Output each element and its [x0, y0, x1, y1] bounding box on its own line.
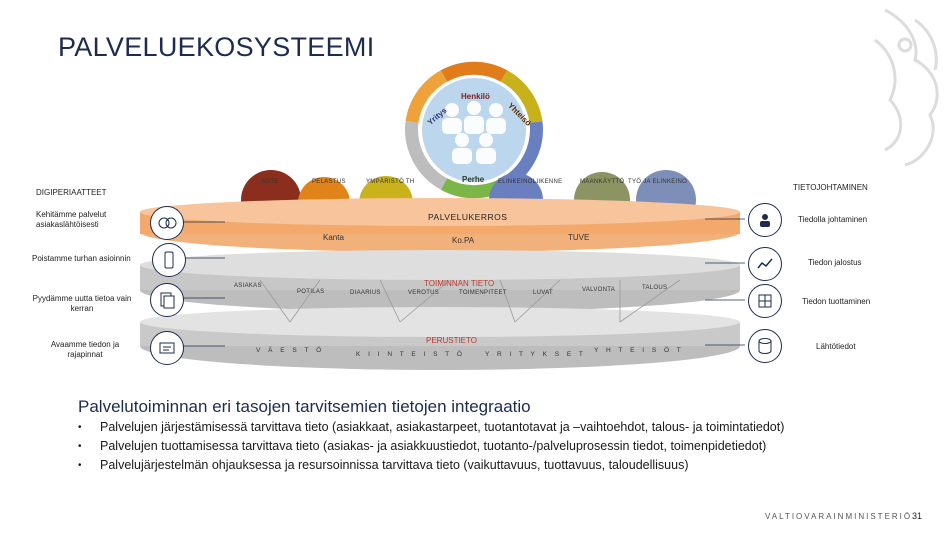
page-title: PALVELUEKOSYSTEEMI [58, 32, 375, 62]
ops-asiakas: ASIAKAS [234, 283, 262, 289]
layer-basic: PERUSTIETO [426, 336, 477, 345]
ops-talous: TALOUS [642, 285, 668, 291]
ops-valvonta: VALVONTA [582, 287, 616, 293]
principle-open: Avaamme tiedon ja rajapinnat [50, 340, 120, 359]
lion-emblem-watermark [874, 8, 939, 167]
people-icon [748, 203, 782, 237]
management-heading: TIETOJOHTAMINEN [793, 183, 868, 192]
basic-yhteiso: Y H T E I S Ö T [594, 347, 684, 354]
right-lead: Tiedolla johtaminen [798, 215, 868, 224]
principle-once: Pyydämme uutta tietoa vain kerran [32, 294, 132, 313]
mobile-phone-icon [152, 243, 186, 277]
pillar-pelastus: PELASTUS [312, 179, 346, 185]
bullet-item: Palvelujen tuottamisessa tarvittava tiet… [78, 437, 898, 456]
right-source: Lähtötiedot [816, 342, 856, 351]
customer-faces-icon [150, 206, 184, 240]
basic-kiinteisto: K I I N T E I S T Ö [356, 351, 465, 358]
bullet-item: Palvelujen järjestämisessä tarvittava ti… [78, 418, 898, 437]
documents-icon [150, 283, 184, 317]
ops-toimenpiteet: TOIMENPITEET [459, 290, 507, 296]
principle-customer: Kehitämme palvelut asiakaslähtöisesti [36, 210, 107, 229]
right-produce: Tiedon tuottaminen [802, 297, 871, 306]
ring-label-perhe: Perhe [462, 175, 485, 184]
principle-redundant: Poistamme turhan asioinnin [32, 254, 131, 263]
pillar-maankaytto: MAANKÄYTTÖ [580, 179, 625, 185]
footer-ministry-logo: VALTIOVARAINMINISTERIÖ [765, 512, 913, 521]
basic-yritykset: Y R I T Y K S E T [485, 351, 586, 358]
layer-tuve: TUVE [568, 233, 590, 242]
ecosystem-diagram [140, 61, 745, 370]
pillar-elinkeino: ELINKEINOLIIKENNE [498, 179, 563, 185]
ops-diaarius: DIAARIUS [350, 290, 381, 296]
layer-kanta: Kanta [323, 233, 344, 242]
pillar-tyo: TYÖ JA ELINKEINO [628, 179, 688, 185]
ops-luvat: LUVAT [533, 290, 553, 296]
layer-service: PALVELUKERROS [428, 212, 508, 222]
bullet-item: Palvelujärjestelmän ohjauksessa ja resur… [78, 456, 898, 475]
basic-vaesto: V Ä E S T Ö [256, 347, 325, 354]
bullet-list: Palvelujen järjestämisessä tarvittava ti… [78, 418, 898, 475]
section-heading: Palvelutoiminnan eri tasojen tarvitsemie… [78, 397, 531, 416]
puzzle-icon [748, 284, 782, 318]
layer-kopa: Ko.PA [452, 236, 475, 245]
database-icon [748, 329, 782, 363]
principles-heading: DIGIPERIAATTEET [36, 188, 107, 197]
open-data-icon [150, 331, 184, 365]
layer-operations: TOIMINNAN TIETO [424, 279, 495, 288]
chart-icon [748, 247, 782, 281]
pillar-ymparisto: YMPÄRISTÖ TH [366, 179, 415, 185]
right-refine: Tiedon jalostus [808, 258, 862, 267]
ops-potilas: POTILAS [297, 289, 325, 295]
ring-label-henkilo: Henkilö [461, 92, 490, 101]
page-number: 31 [912, 511, 923, 521]
pillar-sote: SOTE [261, 179, 279, 185]
ops-verotus: VEROTUS [408, 290, 440, 296]
